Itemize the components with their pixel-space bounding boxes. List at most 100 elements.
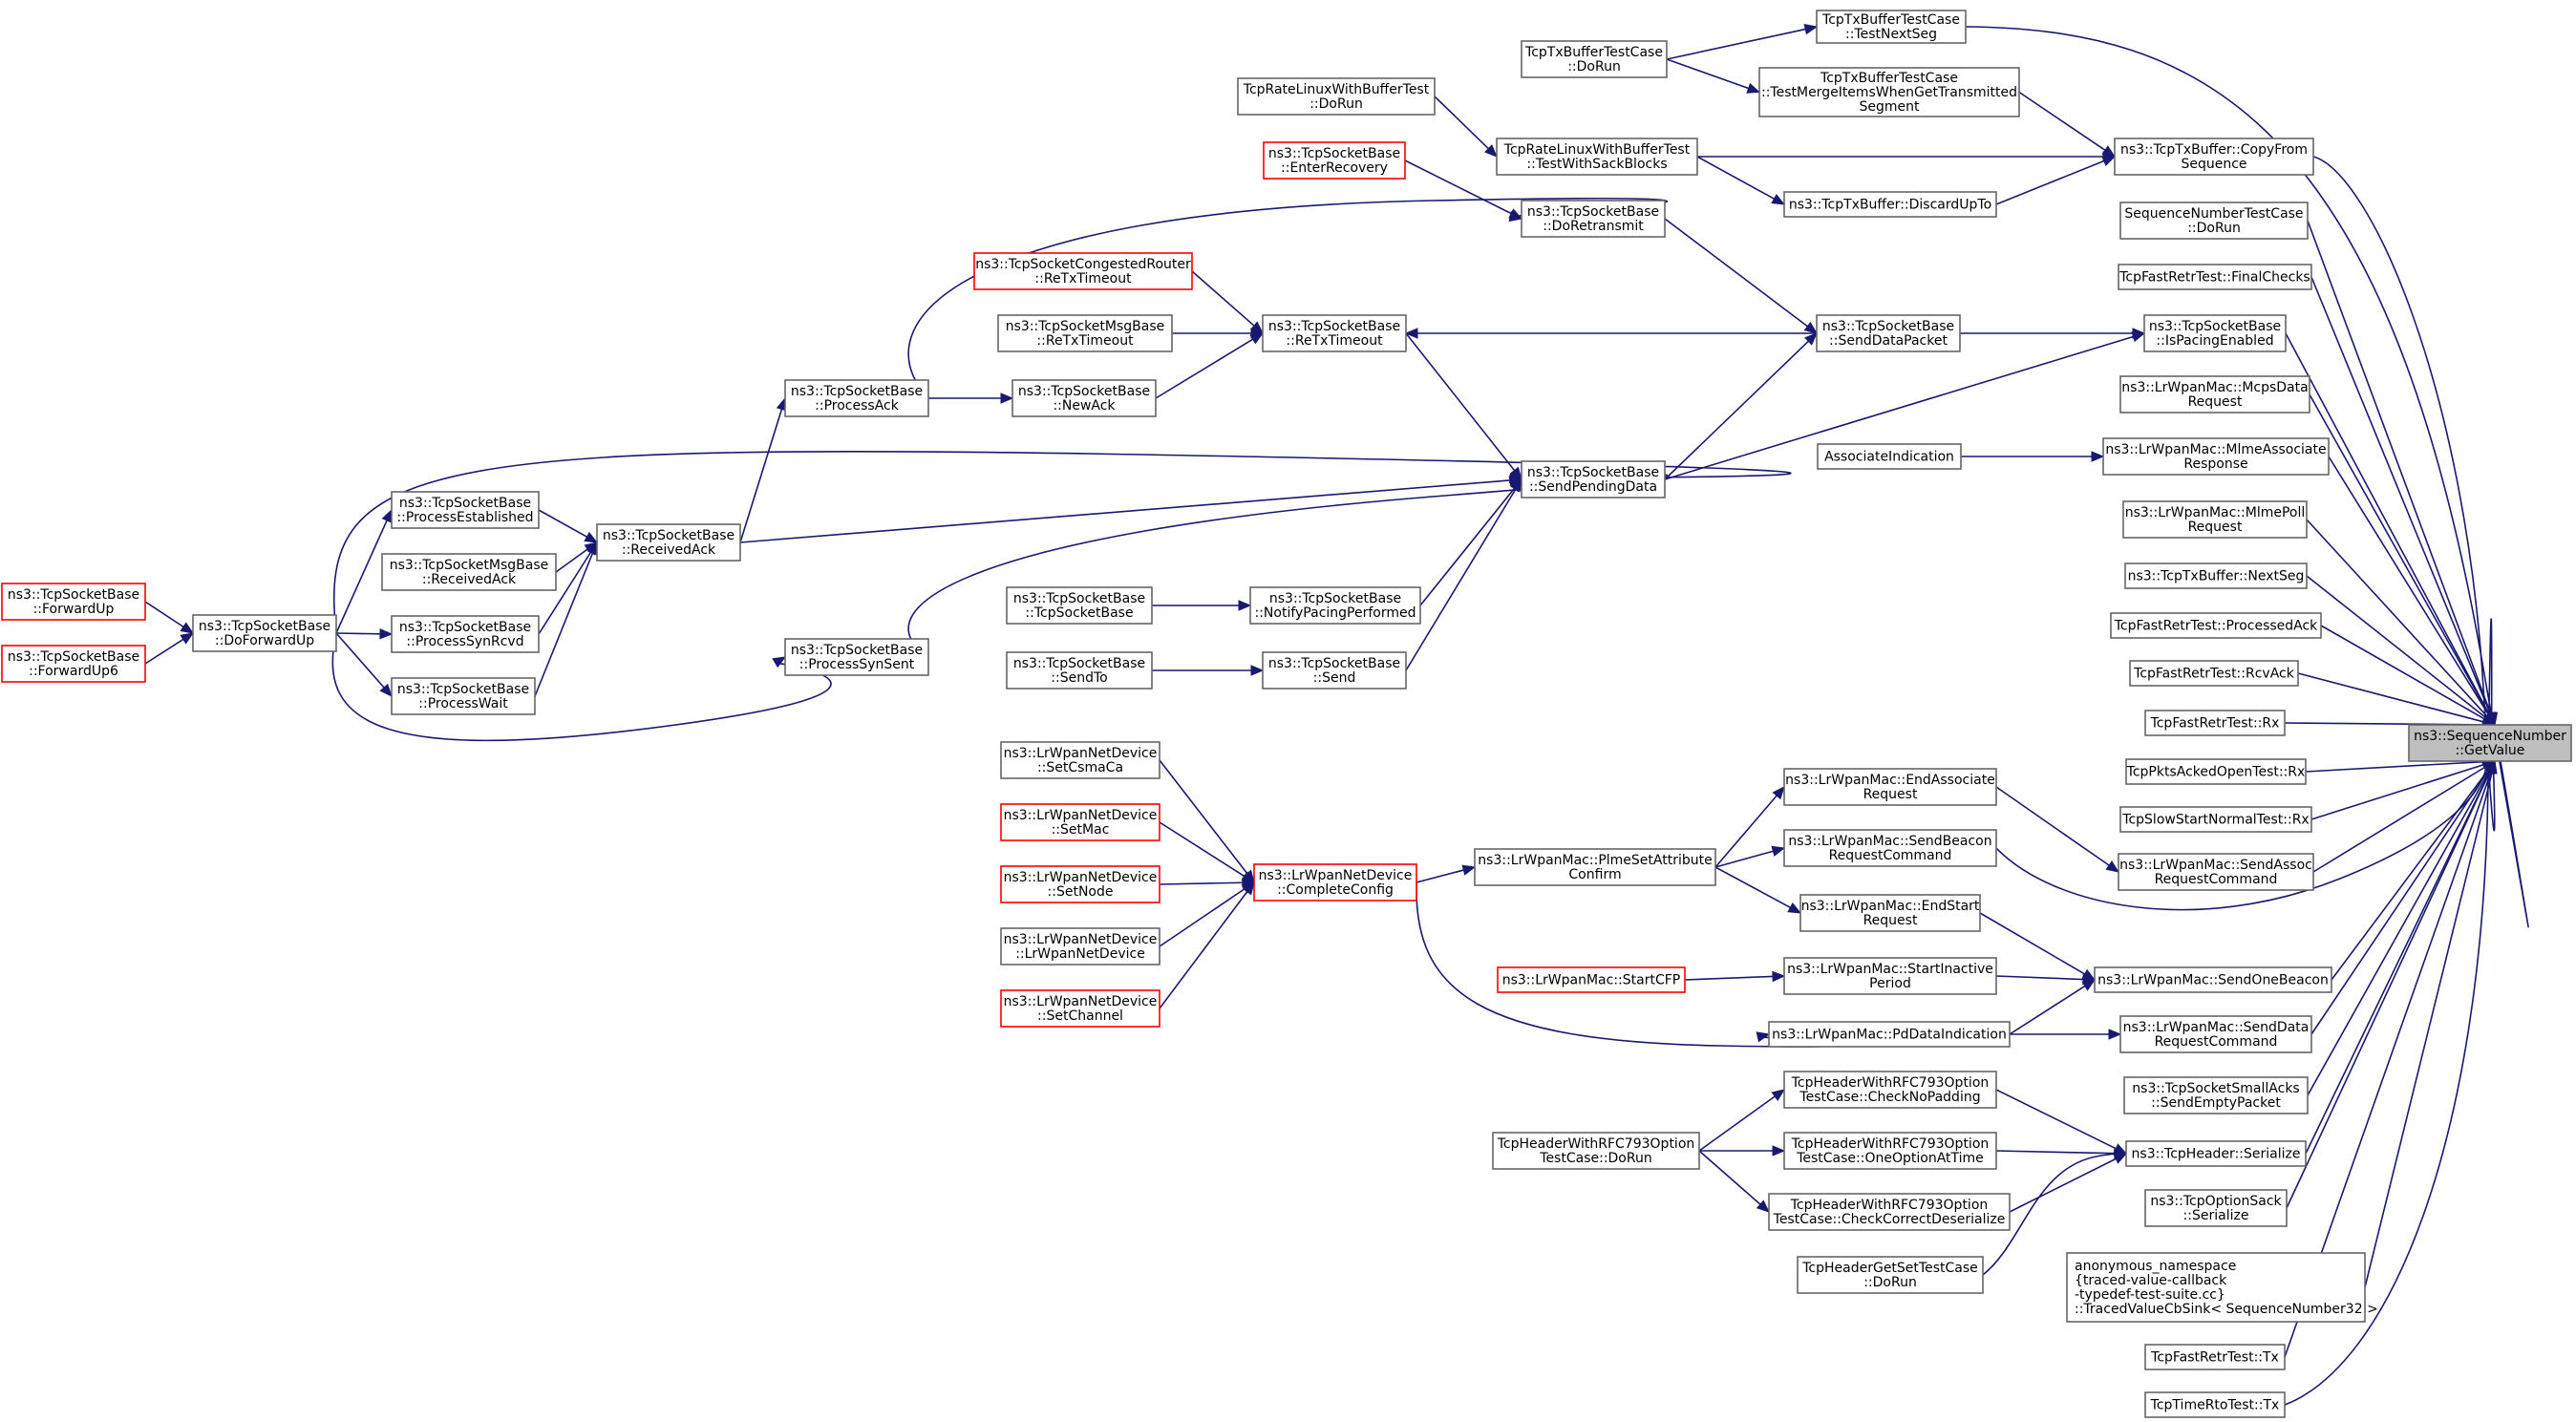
node-label: ns3::TcpSocketBase [1269, 591, 1401, 606]
node-fastretr_processedack[interactable]: TcpFastRetrTest::ProcessedAck [2110, 612, 2322, 639]
node-tcpheader_serialize[interactable]: ns3::TcpHeader::Serialize [2125, 1140, 2307, 1167]
node-fastretr_finalchecks[interactable]: TcpFastRetrTest::FinalChecks [2118, 264, 2312, 290]
node-sendto[interactable]: ns3::TcpSocketBase::SendTo [1006, 651, 1153, 690]
node-completeconfig[interactable]: ns3::LrWpanNetDevice::CompleteConfig [1253, 863, 1417, 902]
node-congested_retx[interactable]: ns3::TcpSocketCongestedRouter::ReTxTimeo… [973, 252, 1193, 290]
node-label: ns3::LrWpanMac::SendBeacon [1788, 834, 1991, 849]
node-setnode[interactable]: ns3::LrWpanNetDevice::SetNode [1000, 865, 1160, 903]
node-doforwardup[interactable]: ns3::TcpSocketBase::DoForwardUp [192, 614, 337, 652]
node-sendonebeacon[interactable]: ns3::LrWpanMac::SendOneBeacon [2094, 966, 2332, 993]
edge-line [2364, 772, 2493, 1288]
edge-line [144, 601, 184, 628]
node-send[interactable]: ns3::TcpSocketBase::Send [1262, 651, 1407, 690]
node-label: TcpHeaderWithRFC793Option [1497, 1136, 1695, 1152]
node-label: TestCase::OneOptionAtTime [1796, 1151, 1984, 1166]
node-setchannel[interactable]: ns3::LrWpanNetDevice::SetChannel [1000, 989, 1160, 1028]
node-optionsack_serialize[interactable]: ns3::TcpOptionSack::Serialize [2144, 1189, 2288, 1227]
edge-line [2328, 456, 2490, 716]
node-assocind[interactable]: AssociateIndication [1817, 443, 1962, 470]
node-receivedack[interactable]: ns3::TcpSocketBase::ReceivedAck [596, 523, 741, 562]
node-box [2119, 375, 2310, 414]
edge-line [1714, 795, 1778, 868]
node-pddataind[interactable]: ns3::LrWpanMac::PdDataIndication [1768, 1021, 2011, 1048]
node-lrwpannetdevice_ctor[interactable]: ns3::LrWpanNetDevice::LrWpanNetDevice [1000, 927, 1160, 966]
node-label: -typedef-test-suite.cc} [2075, 1287, 2225, 1303]
edge-endassoc-to-sendassoc [1995, 786, 2120, 873]
node-label: ns3::LrWpanMac::EndStart [1801, 899, 1980, 914]
arrowhead [2114, 1149, 2128, 1160]
node-ispacing[interactable]: ns3::TcpSocketBase::IsPacingEnabled [2143, 314, 2287, 352]
node-setmac[interactable]: ns3::LrWpanNetDevice::SetMac [1000, 803, 1160, 841]
node-processsynsent[interactable]: ns3::TcpSocketBase::ProcessSynSent [784, 638, 929, 676]
edge-line [1416, 869, 1464, 883]
node-label: Request [2188, 520, 2243, 535]
node-timerto_tx[interactable]: TcpTimeRtoTest::Tx [2144, 1391, 2286, 1418]
node-startcfp[interactable]: ns3::LrWpanMac::StartCFP [1497, 966, 1686, 993]
node-discardupto[interactable]: ns3::TcpTxBuffer::DiscardUpTo [1783, 191, 1997, 218]
edge-retxtimeout-to-sendpending [1405, 332, 1522, 481]
node-forwardup6[interactable]: ns3::TcpSocketBase::ForwardUp6 [1, 645, 146, 683]
node-anon_ns[interactable]: anonymous_namespace{traced-value-callbac… [2066, 1252, 2378, 1323]
node-txbuf_dorun[interactable]: TcpTxBufferTestCase::DoRun [1521, 40, 1668, 78]
node-sendpending[interactable]: ns3::TcpSocketBase::SendPendingData [1521, 460, 1666, 499]
node-processwait[interactable]: ns3::TcpSocketBase::ProcessWait [391, 677, 536, 715]
node-fastretr_tx[interactable]: TcpFastRetrTest::Tx [2144, 1344, 2286, 1370]
node-getset_dorun[interactable]: TcpHeaderGetSetTestCase::DoRun [1797, 1256, 1984, 1294]
node-tcpsocketbase_ctor[interactable]: ns3::TcpSocketBase::TcpSocketBase [1006, 586, 1153, 625]
node-retxtimeout[interactable]: ns3::TcpSocketBase::ReTxTimeout [1262, 314, 1407, 352]
node-box [1783, 957, 1997, 995]
node-rfc_checknopadding[interactable]: TcpHeaderWithRFC793OptionTestCase::Check… [1783, 1071, 1997, 1109]
node-seqnum_dorun[interactable]: SequenceNumberTestCase::DoRun [2119, 202, 2309, 240]
node-processestablished[interactable]: ns3::TcpSocketBase::ProcessEstablished [391, 491, 540, 529]
node-box [1521, 40, 1668, 78]
node-fastretr_rcvack[interactable]: TcpFastRetrTest::RcvAck [2129, 660, 2299, 687]
node-newack[interactable]: ns3::TcpSocketBase::NewAck [1011, 379, 1157, 417]
edge-doforwardup-to-processwait [335, 632, 393, 697]
node-label: ns3::LrWpanMac::StartInactive [1787, 962, 1993, 977]
node-rfc_oneoption[interactable]: TcpHeaderWithRFC793OptionTestCase::OneOp… [1783, 1132, 1997, 1170]
node-msgbase_retx[interactable]: ns3::TcpSocketMsgBase::ReTxTimeout [997, 314, 1173, 352]
arrowhead [1772, 786, 1785, 800]
arrowhead [1404, 328, 1418, 339]
node-ratelinux_testsack[interactable]: TcpRateLinuxWithBufferTest::TestWithSack… [1496, 138, 1698, 176]
node-enterrecovery[interactable]: ns3::TcpSocketBase::EnterRecovery [1263, 141, 1406, 180]
node-senddatapacket[interactable]: ns3::TcpSocketBase::SendDataPacket [1816, 314, 1961, 352]
node-doretransmit[interactable]: ns3::TcpSocketBase::DoRetransmit [1521, 200, 1666, 238]
node-txbuf_testmerge[interactable]: TcpTxBufferTestCase::TestMergeItemsWhenG… [1758, 67, 2020, 117]
node-msgbase_receivedack[interactable]: ns3::TcpSocketMsgBase::ReceivedAck [381, 553, 557, 591]
node-pktsacked_rx[interactable]: TcpPktsAckedOpenTest::Rx [2125, 758, 2307, 785]
node-processack[interactable]: ns3::TcpSocketBase::ProcessAck [784, 379, 929, 417]
edge-line [1159, 759, 1248, 874]
node-processsynrcvd[interactable]: ns3::TcpSocketBase::ProcessSynRcvd [391, 615, 540, 653]
node-fastretr_rx[interactable]: TcpFastRetrTest::Rx [2144, 710, 2286, 736]
node-box [784, 379, 929, 417]
node-nextseg[interactable]: ns3::TcpTxBuffer::NextSeg [2124, 562, 2308, 589]
node-label: TcpFastRetrTest::ProcessedAck [2114, 619, 2318, 634]
edge-line [1995, 975, 2084, 981]
node-box [2118, 264, 2312, 290]
node-txbuf_testnextseg[interactable]: TcpTxBufferTestCase::TestNextSeg [1816, 10, 1967, 44]
node-rfc_checkcorrect[interactable]: TcpHeaderWithRFC793OptionTestCase::Check… [1768, 1193, 2011, 1231]
node-getvalue[interactable]: ns3::SequenceNumber::GetValue [2408, 724, 2572, 762]
edge-newack-to-retxtimeout [1155, 332, 1265, 399]
node-forwardup[interactable]: ns3::TcpSocketBase::ForwardUp [1, 583, 146, 621]
node-slowstart_rx[interactable]: TcpSlowStartNormalTest::Rx [2119, 806, 2312, 833]
node-smallacks[interactable]: ns3::TcpSocketSmallAcks::SendEmptyPacket [2123, 1076, 2309, 1114]
node-ratelinux_dorun[interactable]: TcpRateLinuxWithBufferTest::DoRun [1237, 77, 1436, 116]
node-notifypacing[interactable]: ns3::TcpSocketBase::NotifyPacingPerforme… [1249, 586, 1421, 625]
node-setcsmaca[interactable]: ns3::LrWpanNetDevice::SetCsmaCa [1000, 741, 1160, 779]
edge-line [1159, 821, 1245, 878]
